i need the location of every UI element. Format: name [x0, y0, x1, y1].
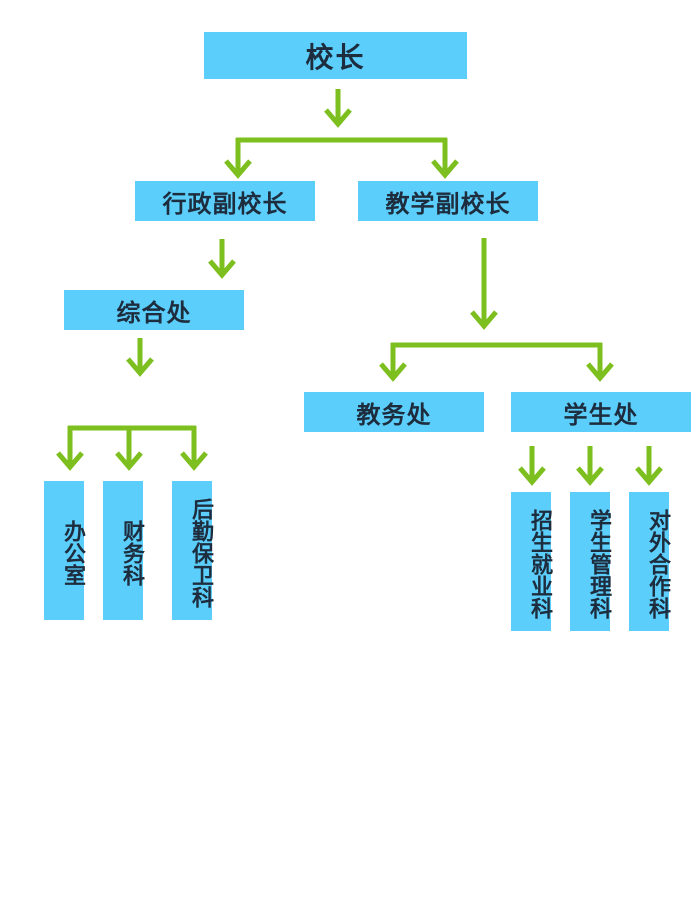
arrow-to-finance — [115, 426, 143, 471]
arrow-to-general-office — [208, 239, 236, 279]
arrow-principal — [324, 89, 352, 128]
office-box: 办公室 — [44, 481, 85, 620]
admin-vice-principal-box: 行政副校长 — [135, 181, 315, 221]
arrow-to-admissions — [518, 446, 546, 486]
teaching-vice-principal-box: 教学副校长 — [358, 181, 538, 221]
external-cooperation-box: 对外合作科 — [629, 492, 670, 631]
arrow-teaching-vp-down — [470, 238, 498, 330]
arrow-to-external-coop — [635, 446, 663, 486]
arrow-to-student-affairs — [586, 343, 614, 382]
arrow-to-academic-affairs — [379, 343, 407, 382]
logistics-security-box: 后勤保卫科 — [172, 481, 213, 620]
academic-affairs-box: 教务处 — [304, 392, 484, 432]
arrow-to-logistics — [180, 426, 208, 471]
arrow-to-office — [56, 426, 84, 471]
student-management-box: 学生管理科 — [570, 492, 611, 631]
general-office-box: 综合处 — [64, 290, 244, 330]
principal-box: 校长 — [204, 32, 467, 79]
arrow-to-student-mgmt — [576, 446, 604, 486]
arrow-to-teaching-vp — [431, 138, 459, 179]
arrow-general-office-down — [126, 338, 154, 377]
arrow-to-admin-vp — [224, 138, 252, 179]
admissions-employment-box: 招生就业科 — [511, 492, 552, 631]
finance-box: 财务科 — [103, 481, 144, 620]
student-affairs-box: 学生处 — [511, 392, 691, 432]
